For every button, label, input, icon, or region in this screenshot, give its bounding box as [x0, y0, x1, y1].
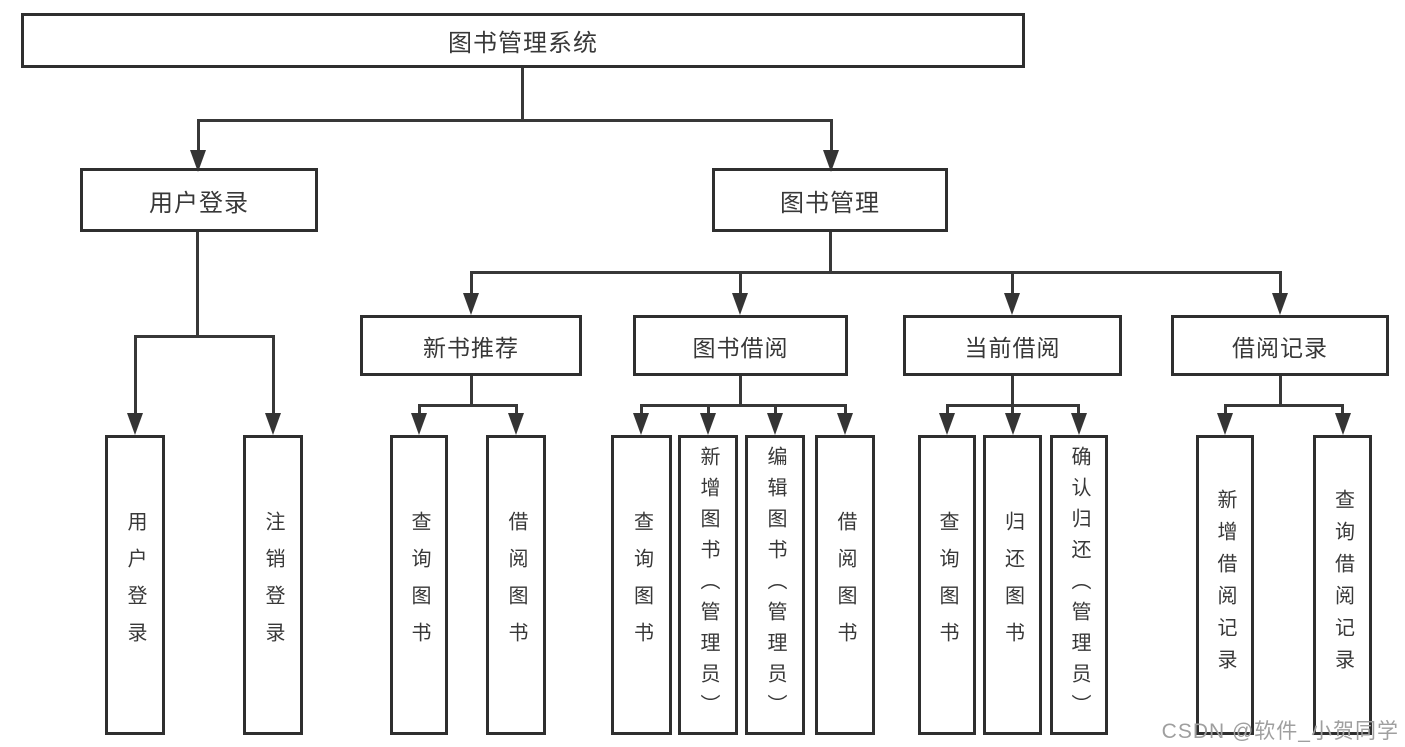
connector-line: [470, 271, 473, 295]
node-current-borrow-label: 当前借阅: [964, 334, 1061, 361]
node-root: 图书管理系统: [21, 13, 1025, 68]
node-new-book-recommend: 新书推荐: [360, 315, 582, 376]
node-current-borrow: 当前借阅: [903, 315, 1122, 376]
leaf-borrow-books-recommend-label: 借阅图书: [505, 511, 527, 659]
connector-line: [521, 68, 524, 122]
connector-line: [707, 404, 710, 415]
connector-line: [1011, 376, 1014, 407]
leaf-add-books-admin: 新增图书（管理员）: [678, 435, 738, 735]
leaf-query-books-borrow: 查询图书: [611, 435, 672, 735]
arrow-down-icon: [1004, 293, 1020, 315]
connector-line: [739, 271, 742, 295]
connector-line: [844, 404, 847, 415]
connector-line: [1011, 271, 1014, 295]
arrow-down-icon: [463, 293, 479, 315]
leaf-return-books-label: 归还图书: [1001, 511, 1024, 659]
connector-line: [1279, 376, 1282, 407]
connector-line: [197, 119, 200, 152]
leaf-add-borrow-record: 新增借阅记录: [1196, 435, 1254, 735]
connector-line: [1224, 404, 1227, 415]
node-book-management-label: 图书管理: [780, 189, 880, 217]
leaf-confirm-return-admin: 确认归还（管理员）: [1050, 435, 1108, 735]
leaf-confirm-return-admin-label: 确认归还（管理员）: [1068, 445, 1090, 725]
leaf-edit-books-admin-label: 编辑图书（管理员）: [764, 445, 786, 725]
connector-line: [272, 335, 275, 415]
leaf-query-books-current: 查询图书: [918, 435, 976, 735]
arrow-down-icon: [939, 413, 955, 435]
leaf-user-login: 用户登录: [105, 435, 165, 735]
arrow-down-icon: [411, 413, 427, 435]
leaf-logout-label: 注销登录: [262, 511, 284, 659]
connector-line: [196, 232, 199, 338]
connector-line: [1077, 404, 1080, 415]
connector-line: [470, 271, 1281, 274]
arrow-down-icon: [732, 293, 748, 315]
arrow-down-icon: [1071, 413, 1087, 435]
connector-line: [515, 404, 518, 415]
connector-line: [739, 376, 742, 407]
node-user-login-label: 用户登录: [149, 189, 249, 217]
connector-line: [640, 404, 643, 415]
node-new-book-recommend-label: 新书推荐: [423, 334, 519, 361]
connector-line: [829, 232, 832, 274]
leaf-add-books-admin-label: 新增图书（管理员）: [697, 445, 719, 725]
arrow-down-icon: [508, 413, 524, 435]
arrow-down-icon: [1005, 413, 1021, 435]
arrow-down-icon: [767, 413, 783, 435]
node-borrow-records: 借阅记录: [1171, 315, 1389, 376]
connector-line: [134, 335, 275, 338]
leaf-query-books-recommend: 查询图书: [390, 435, 448, 735]
connector-line: [1341, 404, 1344, 415]
node-book-borrow-label: 图书借阅: [692, 334, 789, 361]
node-book-borrow: 图书借阅: [633, 315, 848, 376]
leaf-query-books-borrow-label: 查询图书: [630, 511, 653, 659]
csdn-watermark: CSDN @软件_小贺同学: [1161, 720, 1399, 743]
leaf-query-books-current-label: 查询图书: [936, 511, 958, 659]
arrow-down-icon: [190, 150, 206, 172]
connector-line: [418, 404, 421, 415]
node-book-management: 图书管理: [712, 168, 948, 232]
leaf-add-borrow-record-label: 新增借阅记录: [1214, 489, 1236, 681]
connector-line: [197, 119, 833, 122]
connector-line: [470, 376, 473, 407]
connector-line: [1279, 271, 1282, 295]
connector-line: [946, 404, 949, 415]
arrow-down-icon: [127, 413, 143, 435]
leaf-user-login-label: 用户登录: [124, 511, 146, 659]
arrow-down-icon: [633, 413, 649, 435]
connector-line: [134, 335, 137, 415]
arrow-down-icon: [1217, 413, 1233, 435]
leaf-edit-books-admin: 编辑图书（管理员）: [745, 435, 805, 735]
leaf-query-borrow-record-label: 查询借阅记录: [1331, 489, 1354, 681]
node-root-label: 图书管理系统: [448, 30, 598, 57]
arrow-down-icon: [1335, 413, 1351, 435]
leaf-borrow-books-label: 借阅图书: [834, 511, 856, 659]
connector-line: [1224, 404, 1344, 407]
leaf-borrow-books-recommend: 借阅图书: [486, 435, 546, 735]
arrow-down-icon: [823, 150, 839, 172]
leaf-borrow-books: 借阅图书: [815, 435, 875, 735]
leaf-query-borrow-record: 查询借阅记录: [1313, 435, 1372, 735]
connector-line: [418, 404, 518, 407]
leaf-logout: 注销登录: [243, 435, 303, 735]
node-user-login: 用户登录: [80, 168, 318, 232]
node-borrow-records-label: 借阅记录: [1232, 334, 1328, 361]
arrow-down-icon: [700, 413, 716, 435]
leaf-query-books-recommend-label: 查询图书: [408, 511, 430, 659]
leaf-return-books: 归还图书: [983, 435, 1042, 735]
arrow-down-icon: [1272, 293, 1288, 315]
connector-line: [830, 119, 833, 152]
connector-line: [640, 404, 846, 407]
connector-line: [1011, 404, 1014, 415]
arrow-down-icon: [265, 413, 281, 435]
connector-line: [774, 404, 777, 415]
arrow-down-icon: [837, 413, 853, 435]
